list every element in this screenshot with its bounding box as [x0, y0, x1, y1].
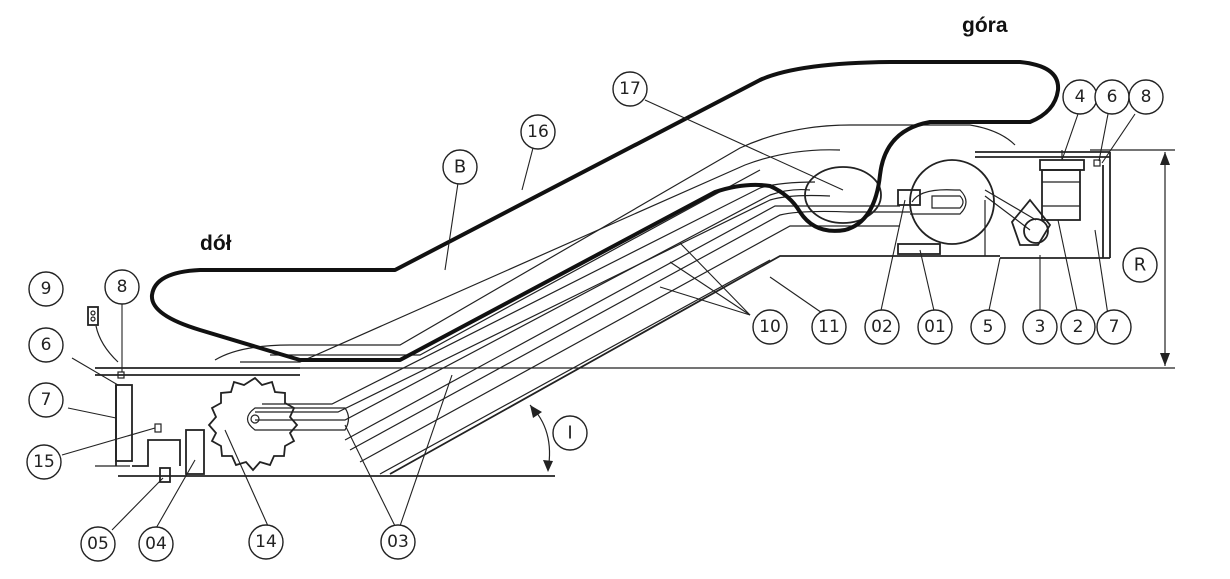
callout-4: 4 — [1062, 79, 1098, 115]
upper-drive-station — [804, 159, 1000, 257]
label-17: 17 — [619, 79, 641, 99]
label-15: 15 — [33, 452, 55, 472]
label-05: 05 — [87, 534, 109, 554]
upper-drive-sprocket — [909, 159, 995, 245]
label-11: 11 — [818, 317, 840, 337]
label-top-landing: góra — [962, 14, 1008, 37]
lower-station — [87, 306, 205, 483]
callout-6-top: 6 — [1094, 79, 1130, 115]
label-3: 3 — [1035, 317, 1046, 337]
label-04: 04 — [145, 534, 167, 554]
callout-6-bottom: 6 — [28, 327, 64, 363]
label-R: R — [1134, 255, 1147, 276]
callout-B: B — [442, 149, 478, 185]
label-I: I — [567, 423, 572, 444]
label-10: 10 — [759, 317, 781, 337]
callout-02: 02 — [864, 309, 900, 345]
callout-03: 03 — [380, 524, 416, 560]
callout-7-bottom: 7 — [28, 382, 64, 418]
callout-5: 5 — [970, 309, 1006, 345]
label-B: B — [454, 157, 466, 178]
callout-17: 17 — [612, 71, 648, 107]
callout-16: 16 — [520, 114, 556, 150]
callout-05: 05 — [80, 526, 116, 562]
label-9: 9 — [41, 279, 52, 299]
label-6-bottom: 6 — [41, 335, 52, 355]
truss — [95, 124, 1175, 477]
label-8-bottom: 8 — [117, 277, 128, 297]
label-6-top: 6 — [1107, 87, 1118, 107]
label-16: 16 — [527, 122, 549, 142]
label-02: 02 — [871, 317, 893, 337]
switch-9 — [87, 306, 99, 326]
callout-7-top: 7 — [1096, 309, 1132, 345]
callout-11: 11 — [811, 309, 847, 345]
motor — [1041, 169, 1081, 221]
callout-04: 04 — [138, 526, 174, 562]
lower-pit-cabinet — [115, 384, 133, 462]
callout-8-bottom: 8 — [104, 269, 140, 305]
callout-15: 15 — [26, 444, 62, 480]
label-03: 03 — [387, 532, 409, 552]
label-bottom-landing: dół — [200, 232, 232, 255]
label-7-bottom: 7 — [41, 390, 52, 410]
gearbox — [1010, 198, 1052, 246]
callout-R: R — [1122, 247, 1158, 283]
label-01: 01 — [924, 317, 946, 337]
dimension-R — [1160, 152, 1170, 366]
callout-2: 2 — [1060, 309, 1096, 345]
handrail — [149, 60, 1061, 362]
label-2: 2 — [1073, 317, 1084, 337]
callout-9: 9 — [28, 271, 64, 307]
callout-I: I — [552, 415, 588, 451]
label-8-top: 8 — [1141, 87, 1152, 107]
callout-3: 3 — [1022, 309, 1058, 345]
callout-10: 10 — [752, 309, 788, 345]
label-7-top: 7 — [1109, 317, 1120, 337]
label-5: 5 — [983, 317, 994, 337]
label-14: 14 — [255, 532, 277, 552]
label-4: 4 — [1075, 87, 1086, 107]
lower-sprocket — [207, 376, 350, 472]
leader-lines — [61, 99, 1136, 531]
callout-14: 14 — [248, 524, 284, 560]
angle-I — [529, 404, 553, 472]
callout-01: 01 — [917, 309, 953, 345]
callout-8-top: 8 — [1128, 79, 1164, 115]
brake — [1039, 159, 1085, 171]
upper-machine-room — [975, 149, 1175, 259]
